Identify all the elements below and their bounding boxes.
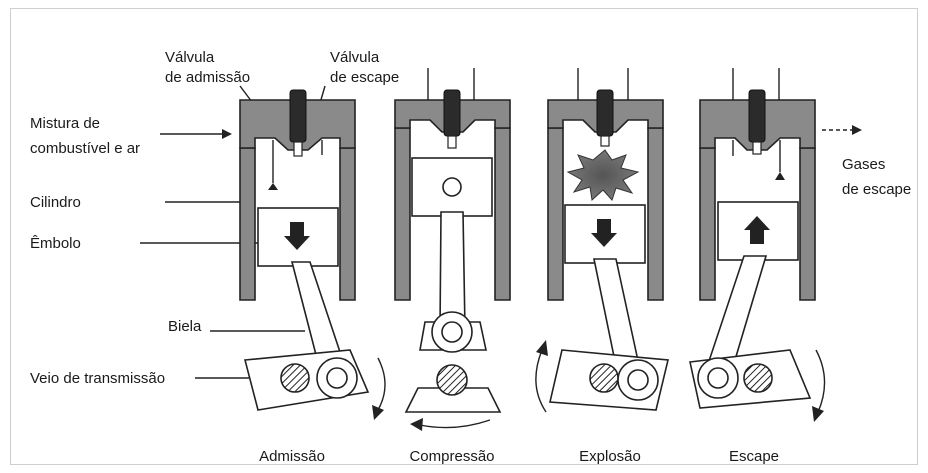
arrow-down-icon — [591, 219, 617, 247]
spark-plug — [289, 89, 307, 143]
stage-caption-intake: Admissão — [259, 448, 325, 465]
fuel-mixture-label-2: combustível e ar — [30, 140, 140, 157]
arrow-up-icon — [744, 216, 770, 244]
crankshaft-hatched — [743, 363, 773, 393]
stage-intake — [239, 89, 386, 420]
rotation-arrow-icon — [812, 406, 824, 422]
stage-caption-exhaust: Escape — [729, 448, 779, 465]
exhaust-gases-arrowhead — [852, 125, 862, 135]
exhaust-valve-label-1: Válvula — [330, 49, 380, 66]
arrow-down-icon — [284, 222, 310, 250]
crank-pin — [326, 367, 348, 389]
cylinder-wall-right — [339, 147, 356, 301]
rotation-arrow-icon — [372, 405, 384, 420]
stage-compression — [394, 68, 511, 431]
crankshaft-hatched — [280, 363, 310, 393]
rotation-arc — [815, 349, 826, 413]
piston-label: Êmbolo — [30, 235, 81, 252]
connecting-rod — [706, 255, 768, 371]
crankshaft-label: Veio de transmissão — [30, 370, 165, 387]
stage-exhaust — [689, 68, 826, 422]
fuel-mixture-label-1: Mistura de — [30, 115, 100, 132]
exhaust-gases-label-1: Gases — [842, 156, 885, 173]
connecting-rod-label: Biela — [168, 318, 202, 335]
intake-valve-label-2: de admissão — [165, 69, 250, 86]
stage-caption-compression: Compressão — [409, 448, 494, 465]
crankshaft-hatched — [436, 364, 468, 396]
spark-plug — [596, 89, 614, 137]
stage-caption-explosion: Explosão — [579, 448, 641, 465]
intake-valve-label-1: Válvula — [165, 49, 215, 66]
cylinder-wall-left — [239, 147, 256, 301]
fuel-mixture-arrowhead — [222, 129, 232, 139]
explosion-burst — [566, 149, 640, 201]
crank-pin — [441, 321, 463, 343]
exhaust-gases-label-2: de escape — [842, 181, 911, 198]
spark-plug — [748, 89, 766, 143]
intake-valve-open — [268, 183, 278, 190]
spark-plug — [443, 89, 461, 137]
rotation-arc — [535, 349, 547, 413]
cylinder-label: Cilindro — [30, 194, 81, 211]
rotation-arrow-icon — [536, 340, 548, 356]
stage-explosion — [535, 68, 669, 413]
rotation-arc — [377, 357, 386, 411]
crankshaft-hatched — [589, 363, 619, 393]
crank-pin — [707, 367, 729, 389]
crank-pin — [627, 369, 649, 391]
exhaust-valve-open — [775, 172, 785, 180]
exhaust-valve-label-2: de escape — [330, 69, 399, 86]
rotation-arrow-icon — [410, 418, 423, 431]
rotation-arc — [419, 419, 491, 429]
